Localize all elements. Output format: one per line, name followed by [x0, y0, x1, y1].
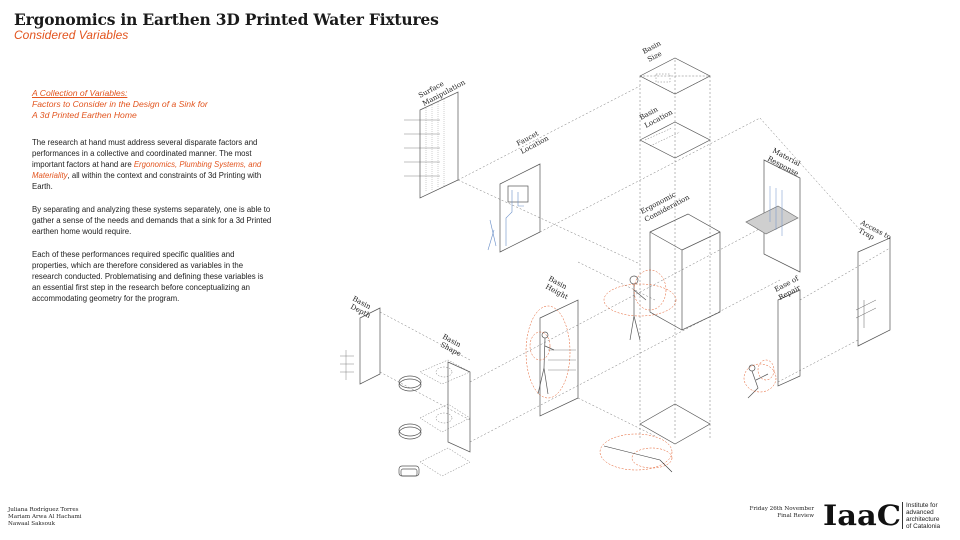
review-date: Friday 26th November Final Review: [738, 506, 814, 520]
paragraph-1-text: The research at hand must address severa…: [32, 138, 258, 169]
basin-shape-panel: [398, 359, 471, 477]
panel-heading-line1: A Collection of Variables:: [32, 88, 128, 98]
page-title: Ergonomics in Earthen 3D Printed Water F…: [14, 10, 439, 29]
paragraph-2: By separating and analyzing these system…: [32, 205, 272, 236]
description-panel: A Collection of Variables: Factors to Co…: [32, 88, 272, 316]
logo-divider: [902, 502, 903, 529]
faucet-location-panel: [487, 163, 541, 253]
floor-plan-plane: [599, 403, 711, 473]
page-subtitle: Considered Variables: [14, 28, 129, 42]
surface-manipulation-panel: [404, 91, 459, 199]
ergonomic-figure-standing: [603, 269, 677, 341]
basin-location-plane: [639, 121, 711, 159]
connector-lines: [379, 60, 891, 443]
authors: Juliana Rodríguez Torres Mariam Arwa Al …: [8, 507, 82, 528]
date-line-1: Friday 26th November: [749, 506, 814, 512]
author-3: Nawaal Saksouk: [8, 521, 56, 527]
material-response-panel: [745, 159, 801, 273]
panel-heading-line2: Factors to Consider in the Design of a S…: [32, 99, 208, 109]
inst-line-4: of Catalonia: [906, 523, 941, 530]
diagram-labels: Basin Size Basin Location Surface Manipu…: [349, 39, 892, 358]
basin-depth-panel: [340, 307, 381, 385]
logo-text: IaaC: [823, 500, 901, 528]
date-line-2: Final Review: [777, 513, 814, 520]
paragraph-1: The research at hand must address severa…: [32, 137, 272, 192]
inst-line-2: advanced: [906, 509, 934, 516]
inst-line-3: architecture: [906, 516, 940, 523]
paragraph-1-end: , all within the context and constraints…: [32, 171, 262, 191]
basin-size-plane: [639, 57, 711, 95]
ease-of-repair-panel: [743, 289, 801, 399]
paragraph-1-emphasis: Ergonomics, Plumbing Systems, and Materi…: [32, 160, 262, 180]
author-1: Juliana Rodríguez Torres: [8, 507, 79, 513]
panel-heading-line3: A 3d Printed Earthen Home: [32, 110, 137, 120]
panel-heading: A Collection of Variables: Factors to Co…: [32, 88, 272, 121]
access-to-trap-panel: [855, 237, 891, 347]
ergonomic-consideration-box: [649, 213, 721, 331]
basin-height-panel: [525, 299, 579, 417]
author-2: Mariam Arwa Al Hachami: [8, 514, 82, 520]
institute-name: Institute for advanced architecture of C…: [906, 502, 940, 530]
iaac-logo: IaaC: [823, 500, 901, 528]
paragraph-3: Each of these performances required spec…: [32, 250, 264, 303]
inst-line-1: Institute for: [906, 502, 938, 509]
